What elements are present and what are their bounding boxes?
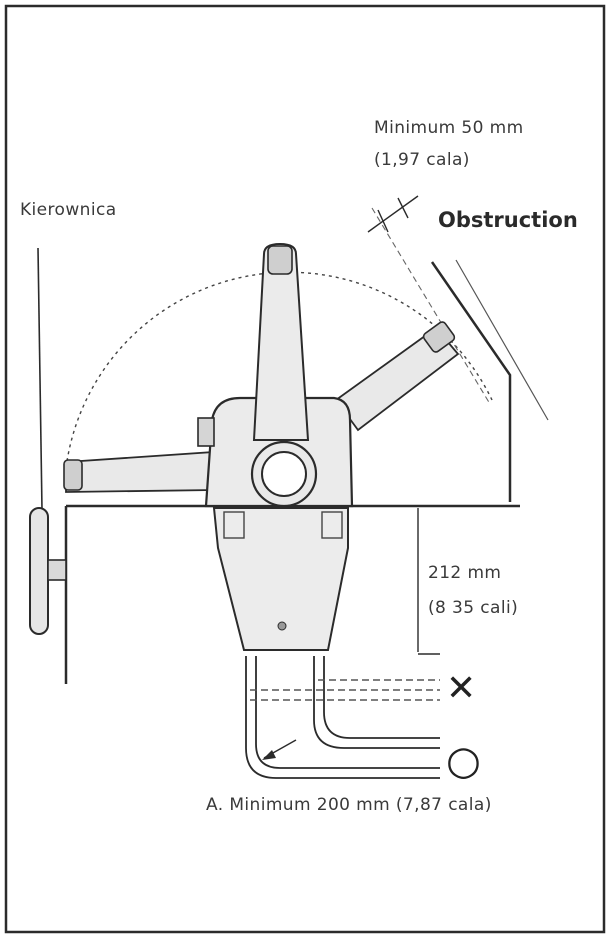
obstruction-wall: [430, 261, 512, 502]
obstruction-hatch-2: [371, 207, 491, 405]
clearance-dimension-line: [367, 195, 419, 233]
housing-side-button: [197, 417, 215, 447]
mount-bracket-right: [321, 511, 343, 539]
lever-left: [65, 451, 215, 493]
body-screw: [277, 621, 287, 631]
lever-pivot-inner: [261, 451, 307, 497]
cable-right-outer: [313, 656, 440, 749]
lever-left-grip: [63, 459, 83, 491]
steering-wheel-label: Kierownica: [20, 200, 117, 220]
diagram-border: [4, 4, 606, 934]
clearance-tick-1: [377, 209, 389, 233]
cable-right-inner: [323, 656, 440, 739]
control-body-lower: [212, 507, 349, 651]
mount-bracket-left: [223, 511, 245, 539]
obstruction-label: Obstruction: [438, 208, 578, 232]
bend-radius-arrowhead: [262, 750, 276, 760]
cable-correct-inner: [255, 656, 440, 769]
steering-wheel-hub: [47, 559, 67, 581]
steering-column: [37, 247, 43, 511]
lever-right-grip: [422, 321, 456, 353]
incorrect-mark-icon: ✕: [446, 668, 477, 709]
bend-radius-label: A. Minimum 200 mm (7,87 cala): [206, 795, 492, 815]
cable-correct-outer: [245, 656, 440, 779]
depth-label-line2: (8 35 cali): [428, 598, 519, 618]
clearance-tick-2: [397, 197, 409, 219]
clearance-label-line2: (1,97 cala): [374, 150, 470, 170]
lever-center: [252, 242, 310, 441]
steering-wheel-rim: [29, 507, 49, 635]
obstruction-hatch-1: [455, 259, 549, 421]
lever-center-grip: [267, 245, 293, 275]
correct-mark-icon: ○: [446, 738, 481, 784]
clearance-label-line1: Minimum 50 mm: [374, 118, 524, 138]
lever-swing-arc: [65, 271, 493, 469]
depth-label-line1: 212 mm: [428, 563, 502, 583]
